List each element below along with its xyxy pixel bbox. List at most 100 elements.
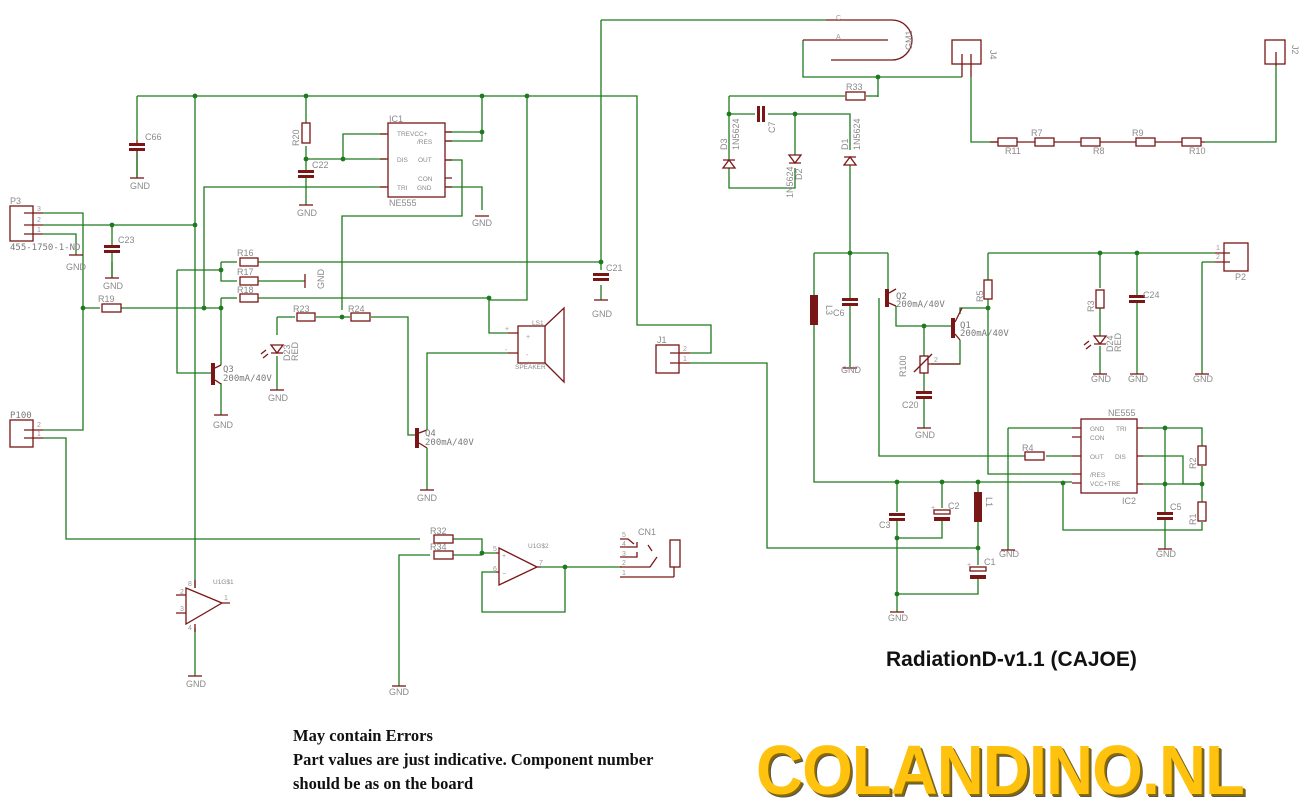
svg-text:2: 2	[934, 357, 938, 364]
svg-text:TRI: TRI	[1116, 426, 1127, 433]
r7-label: R7	[1031, 128, 1043, 138]
svg-text:GND: GND	[841, 365, 862, 375]
resistor-r2: R2	[1188, 445, 1207, 469]
svg-text:CON: CON	[1090, 435, 1105, 442]
d23-label: D23	[282, 344, 292, 361]
ground-symbols: GND GND GND GND GND GND GND GND GND GND …	[66, 177, 1214, 697]
svg-text:GND: GND	[316, 269, 326, 290]
svg-text:OUT: OUT	[418, 157, 432, 164]
capacitor-c22: C22	[298, 160, 329, 205]
d1-label: D1	[840, 138, 850, 150]
d23-value: RED	[290, 341, 300, 361]
capacitor-c6: C6	[833, 298, 858, 318]
c22-label: C22	[312, 160, 329, 170]
r33-label: R33	[846, 82, 863, 92]
ic1-label: IC1	[389, 114, 403, 124]
resistor-r17: R17	[237, 267, 259, 286]
svg-text:−: −	[502, 571, 506, 578]
ic2-label: IC2	[1122, 496, 1136, 506]
l1-label: L1	[984, 497, 994, 507]
svg-text:+: +	[526, 334, 530, 341]
ic1-ne555: IC1 NE555 TREVCC+ /RES DIS OUT CON TRI G…	[380, 114, 452, 208]
note-line-1: May contain Errors	[293, 726, 433, 745]
r23-label: R23	[293, 304, 310, 314]
gnd-u1g1: GND	[186, 675, 207, 689]
l3-label: L3	[824, 305, 834, 315]
gnd-r34: GND	[389, 685, 410, 697]
r2-label: R2	[1188, 457, 1198, 469]
j2-label: J2	[1290, 45, 1300, 55]
svg-text:GND: GND	[186, 679, 207, 689]
svg-text:GND: GND	[472, 218, 493, 228]
c5-label: C5	[1170, 502, 1182, 512]
svg-text:GND: GND	[389, 687, 410, 697]
resistor-r33: R33	[845, 82, 866, 101]
capacitor-c2: +C2	[931, 501, 960, 524]
svg-text:TREVCC+: TREVCC+	[397, 131, 428, 138]
gnd-d23: GND	[268, 389, 289, 403]
svg-text:3: 3	[180, 606, 184, 613]
r32-label: R32	[430, 526, 447, 536]
capacitor-c66: C66	[129, 132, 162, 178]
svg-text:5: 5	[622, 532, 626, 539]
r19-label: R19	[98, 294, 115, 304]
resistor-r20: R20	[291, 122, 311, 146]
r24-label: R24	[348, 304, 365, 314]
r10-label: R10	[1189, 146, 1206, 156]
ic2-ne555: NE555 IC2 GND TRI CON OUT DIS /RES VCC+T…	[1072, 408, 1143, 506]
gnd-c24: GND	[1128, 373, 1149, 384]
brand-logo: COLANDINO.NL	[756, 731, 1245, 809]
q3-label: Q3	[223, 365, 234, 375]
gnd-ic2: GND	[999, 549, 1020, 559]
svg-text:1: 1	[37, 431, 41, 438]
d24-value: RED	[1113, 332, 1123, 352]
capacitor-c21: C21	[593, 263, 623, 281]
svg-text:2: 2	[37, 422, 41, 429]
c7-label: C7	[767, 121, 777, 133]
speaker-ls1: +- +- LS1 SPEAKER	[505, 306, 565, 384]
inductor-l3: L3	[810, 295, 834, 325]
r20-label: R20	[291, 129, 301, 146]
c21-label: C21	[606, 263, 623, 273]
c6-label: C6	[833, 308, 845, 318]
geiger-tube-gm1: C A GM1	[803, 15, 914, 61]
svg-text:+: +	[505, 326, 509, 333]
opamp-u1g2: 567 +− U1G$2	[493, 543, 549, 587]
svg-text:OUT: OUT	[1090, 454, 1104, 461]
j4-label: J4	[988, 50, 998, 60]
gnd-p3: GND	[66, 254, 87, 272]
r100-label: R100	[898, 355, 908, 377]
r18-label: R18	[237, 285, 254, 295]
svg-text:GND: GND	[888, 613, 909, 623]
resistor-r32: R32	[430, 526, 454, 544]
q1-value: 200mA/40V	[960, 329, 1009, 339]
gnd-q3: GND	[213, 414, 234, 430]
svg-text:GND: GND	[130, 181, 151, 191]
d1-value: 1N5624	[852, 118, 862, 150]
gnd-c3: GND	[888, 611, 909, 623]
gnd-c6: GND	[841, 365, 862, 375]
trimmer-r100: 2 R100	[898, 353, 960, 377]
gnd-c22: GND	[297, 204, 318, 218]
svg-text:GND: GND	[1193, 374, 1214, 384]
r16-label: R16	[237, 248, 254, 258]
c24-label: C24	[1143, 290, 1160, 300]
capacitor-c7: C7	[757, 106, 777, 133]
resistor-r18: R18	[237, 285, 259, 303]
q3-value: 200mA/40V	[223, 374, 272, 384]
connector-j4: J4	[951, 39, 998, 77]
svg-text:4: 4	[188, 625, 192, 632]
svg-text:-: -	[526, 352, 529, 359]
junctions	[80, 74, 1205, 597]
svg-text:GND: GND	[417, 185, 432, 192]
svg-text:GND: GND	[1128, 374, 1149, 384]
svg-text:4: 4	[622, 541, 626, 548]
svg-text:1: 1	[224, 595, 228, 602]
